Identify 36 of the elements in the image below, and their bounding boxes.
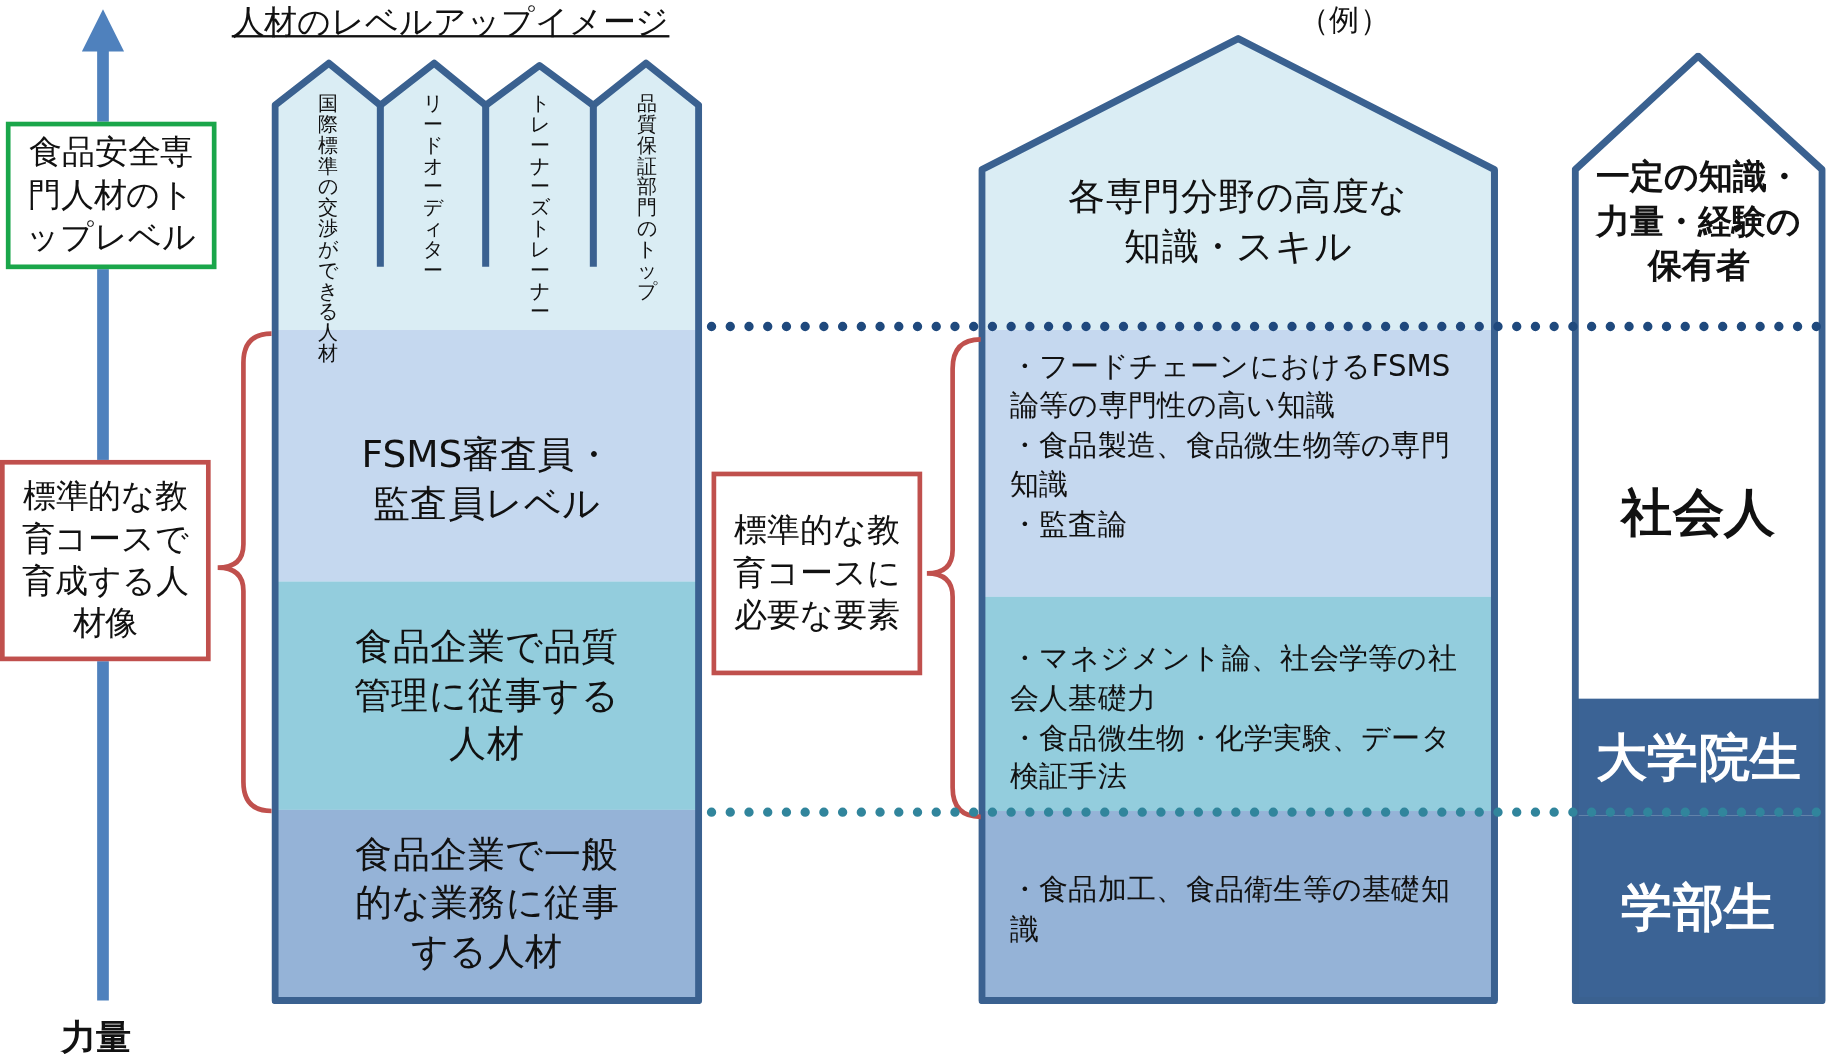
- bullet-text: ・食品微生物・化学実験、データ検証手法: [1009, 719, 1453, 796]
- box-label: FSMS審査員・監査員レベル: [360, 430, 614, 527]
- level-band: [1577, 815, 1820, 999]
- box-label: 食品企業で一般的な業務に従事する人材: [353, 830, 621, 976]
- box-label: 食品企業で品質管理に従事する人材: [353, 622, 621, 768]
- box-label: リードオーディター: [422, 93, 444, 282]
- box-label: トレーナーズトレーナー: [529, 93, 550, 324]
- box-label: 学部生: [1621, 876, 1776, 939]
- box-label: 社会人: [1621, 481, 1776, 545]
- box-label: 標準的な教育コースで育成する人材像: [20, 475, 190, 645]
- level-band: [277, 581, 697, 810]
- house-shape: [978, 35, 1498, 1005]
- bullet-text: ・フードチェーンにおけるFSMS論等の専門性の高い知識: [1009, 347, 1452, 425]
- house-shape: [1571, 52, 1826, 1005]
- bullet-text: ・食品製造、食品微生物等の専門知識: [1009, 426, 1451, 504]
- level-band: [984, 596, 1493, 811]
- axis-label: 力量: [60, 1014, 132, 1059]
- box-label: 一定の知識・力量・経験の保有者: [1594, 156, 1803, 288]
- level-band: [984, 330, 1493, 597]
- bullet-text: ・食品加工、食品衛生等の基礎知識: [1009, 870, 1451, 948]
- level-band: [984, 811, 1493, 999]
- level-band: [277, 809, 697, 998]
- bullet-text: ・マネジメント論、社会学等の社会人基礎力: [1009, 640, 1457, 717]
- title-text: 人材のレベルアップイメージ: [231, 1, 670, 43]
- callout-box: [711, 471, 923, 676]
- highlight-box: [5, 121, 217, 270]
- note-text: （例）: [1299, 1, 1391, 40]
- box-label: 食品安全専門人材のトップレベル: [25, 131, 198, 259]
- level-band: [1577, 698, 1820, 816]
- box-label: 品質保証部門のトップ: [636, 93, 658, 303]
- bullet-text: ・監査論: [1009, 505, 1128, 543]
- callout-box: [0, 459, 211, 662]
- box-label: 国際標準の交渉ができる人材: [317, 93, 339, 366]
- box-label: 標準的な教育コースに必要な要素: [732, 509, 902, 637]
- box-label: 大学院生: [1595, 726, 1802, 789]
- box-label: 各専門分野の高度な知識・スキル: [1067, 173, 1409, 270]
